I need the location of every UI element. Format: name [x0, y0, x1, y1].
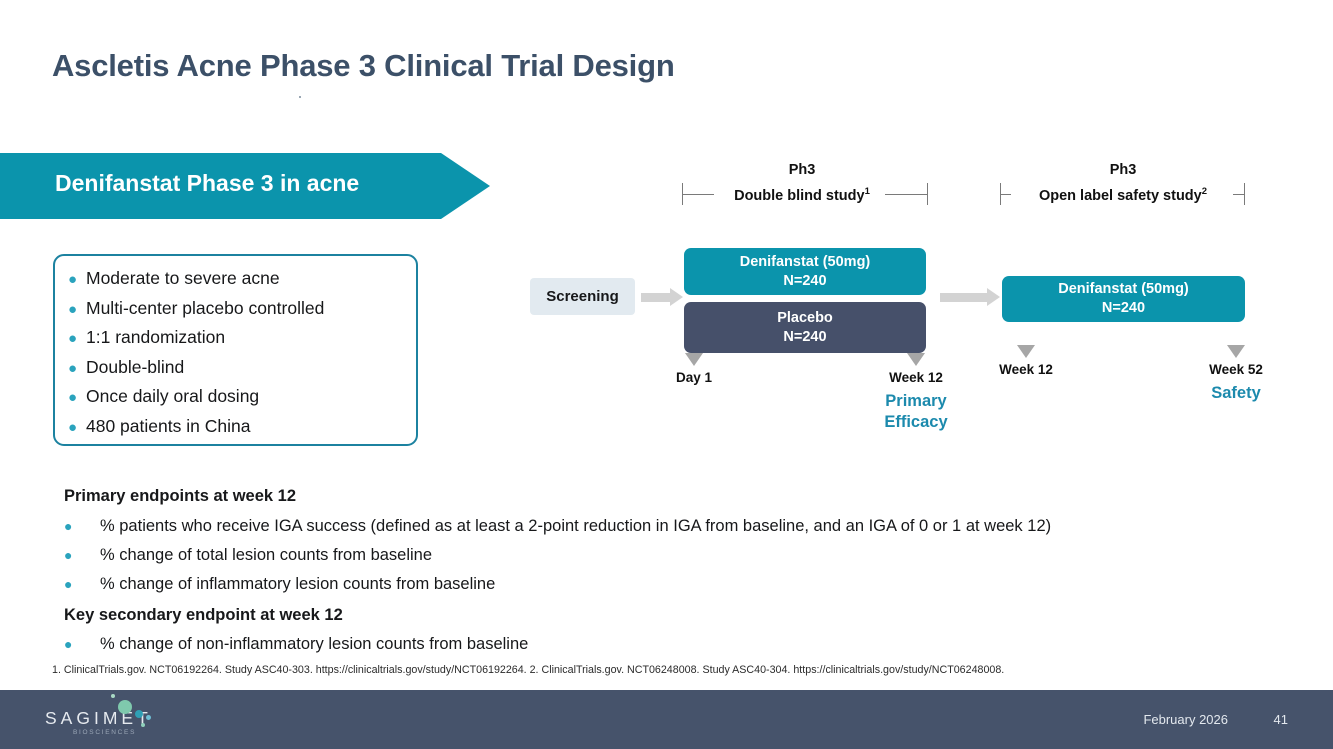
- list-item-label: Moderate to severe acne: [86, 268, 280, 288]
- bullet-dot-icon: ●: [68, 330, 78, 347]
- arm-placebo-box: Placebo N=240: [684, 302, 926, 353]
- flow-arrow-1-icon: [641, 288, 683, 306]
- footnote-references: 1. ClinicalTrials.gov. NCT06192264. Stud…: [52, 664, 1005, 676]
- phase-1-bracket: [682, 183, 928, 205]
- marker-triangle-icon: [907, 353, 925, 366]
- arm-openlabel-n: N=240: [1101, 300, 1146, 316]
- page-title: Ascletis Acne Phase 3 Clinical Trial Des…: [52, 48, 675, 83]
- secondary-endpoint-label: % change of non-inflammatory lesion coun…: [100, 635, 529, 653]
- primary-endpoints-heading: Primary endpoints at week 12: [64, 487, 297, 505]
- logo-bubble-icon: [111, 694, 115, 698]
- sagimet-logo: SAGIMET BIOSCIENCES: [45, 694, 165, 741]
- secondary-endpoint-heading: Key secondary endpoint at week 12: [64, 606, 343, 624]
- trial-design-card: [53, 254, 418, 446]
- phase-1-footnote-ref: 1: [864, 186, 870, 197]
- timeline-marker-day1: Day 1: [654, 353, 734, 385]
- arm-denifanstat-box: Denifanstat (50mg) N=240: [684, 248, 926, 295]
- list-item-label: 480 patients in China: [86, 415, 251, 436]
- bullet-dot-icon: ●: [68, 300, 78, 318]
- trial-design-bullet-list: ● Moderate to severe acne ● Multi-center…: [68, 268, 413, 445]
- primary-endpoint-label: % change of total lesion counts from bas…: [100, 546, 433, 564]
- phase-1-label: Ph3: [788, 162, 816, 178]
- primary-endpoint-item: ● % change of total lesion counts from b…: [64, 546, 432, 565]
- list-item-label: 1:1 randomization: [86, 327, 226, 347]
- logo-bubble-icon: [118, 700, 132, 714]
- list-item: ● Multi-center placebo controlled: [68, 298, 413, 328]
- list-item: ● 1:1 randomization: [68, 327, 413, 357]
- arm-denifanstat-n: N=240: [783, 272, 827, 289]
- arm-openlabel-box: Denifanstat (50mg) N=240: [1002, 276, 1245, 322]
- flow-arrow-2-icon: [940, 288, 1000, 306]
- screening-label: Screening: [546, 288, 619, 305]
- bullet-dot-icon: ●: [64, 636, 73, 652]
- footer-bar: [0, 690, 1333, 749]
- bullet-dot-icon: ●: [68, 359, 78, 377]
- section-banner-label: Denifanstat Phase 3 in acne: [55, 170, 360, 196]
- primary-endpoint-label: % patients who receive IGA success (defi…: [100, 517, 1052, 535]
- bullet-dot-icon: ●: [68, 271, 78, 288]
- logo-tagline: BIOSCIENCES: [73, 729, 137, 736]
- primary-endpoint-item: ● % change of inflammatory lesion counts…: [64, 575, 495, 594]
- phase-2-study-text: Open label safety study: [1038, 187, 1202, 204]
- primary-endpoint-label: % change of inflammatory lesion counts f…: [100, 575, 496, 593]
- phase-2-label: Ph3: [1109, 162, 1137, 178]
- marker-label: Week 12: [999, 362, 1053, 377]
- logo-bubble-icon: [146, 715, 151, 720]
- marker-note: Safety: [1211, 384, 1261, 402]
- screening-box: Screening: [530, 278, 635, 315]
- list-item: ● Once daily oral dosing: [68, 386, 413, 416]
- bullet-dot-icon: ●: [68, 418, 78, 436]
- bullet-dot-icon: ●: [64, 576, 73, 592]
- bullet-dot-icon: ●: [64, 547, 73, 563]
- list-item: ● Moderate to severe acne: [68, 268, 413, 298]
- bullet-dot-icon: ●: [64, 518, 73, 534]
- logo-bubble-icon: [135, 710, 143, 718]
- arm-denifanstat-name: Denifanstat (50mg): [739, 253, 871, 270]
- title-decoration-dot: [299, 96, 301, 98]
- timeline-marker-week52-safety: Week 52 Safety: [1196, 345, 1276, 404]
- footer-page-number: 41: [1273, 712, 1288, 727]
- secondary-endpoint-item: ● % change of non-inflammatory lesion co…: [64, 635, 528, 654]
- phase-2-bracket: [1000, 183, 1245, 205]
- arm-placebo-name: Placebo: [777, 309, 833, 326]
- section-banner-chevron: [0, 153, 490, 219]
- timeline-marker-week12-openlabel: Week 12: [986, 345, 1066, 377]
- marker-triangle-icon: [1017, 345, 1035, 358]
- marker-triangle-icon: [685, 353, 703, 366]
- list-item-label: Multi-center placebo controlled: [86, 297, 325, 318]
- phase-2-footnote-ref: 2: [1201, 186, 1208, 197]
- list-item-label: Double-blind: [86, 356, 185, 377]
- footer-date: February 2026: [1143, 712, 1228, 727]
- phase-2-study-label: Open label safety study2: [1013, 186, 1233, 204]
- marker-label: Day 1: [675, 370, 713, 385]
- marker-label: Week 52: [1209, 362, 1263, 377]
- phase-1-study-text: Double blind study: [734, 187, 865, 204]
- arm-openlabel-name: Denifanstat (50mg): [1058, 281, 1189, 298]
- bullet-dot-icon: ●: [68, 389, 78, 406]
- primary-endpoint-item: ● % patients who receive IGA success (de…: [64, 517, 1051, 536]
- arm-placebo-n: N=240: [783, 328, 827, 345]
- logo-bubble-icon: [141, 723, 145, 727]
- list-item: ● 480 patients in China: [68, 416, 413, 446]
- list-item-label: Once daily oral dosing: [86, 386, 260, 406]
- phase-1-study-label: Double blind study1: [702, 186, 902, 204]
- marker-label: Week 12: [889, 370, 943, 385]
- list-item: ● Double-blind: [68, 357, 413, 387]
- marker-triangle-icon: [1227, 345, 1245, 358]
